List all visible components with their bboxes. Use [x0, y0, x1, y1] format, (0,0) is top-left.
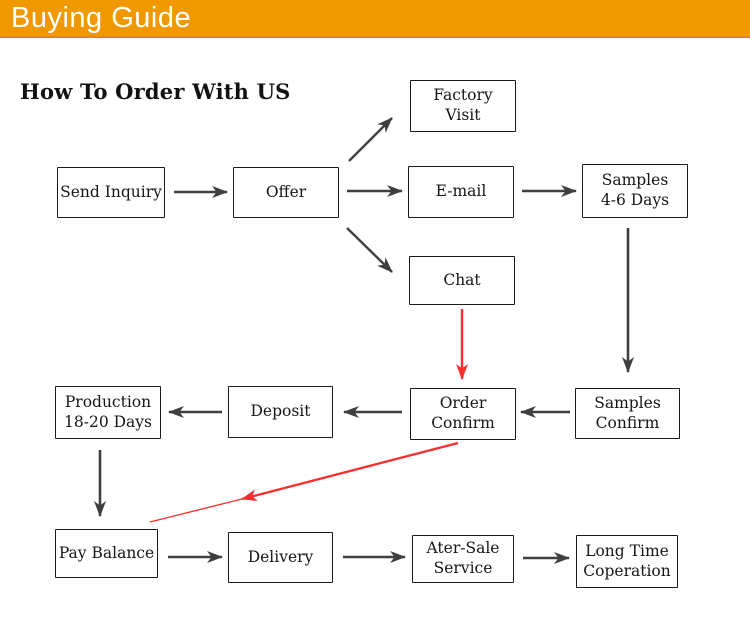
flow-node-factory-visit: Factory Visit — [410, 80, 516, 132]
arrow-offer-to-chat — [346, 227, 393, 273]
flow-node-pay-balance: Pay Balance — [55, 529, 158, 578]
flow-node-label: Order Confirm — [431, 394, 495, 432]
flow-node-label: Samples 4-6 Days — [600, 171, 670, 209]
flow-node-label: Long Time Coperation — [583, 541, 671, 580]
arrow-order-confirm-to-pay-balance — [241, 441, 459, 502]
flow-node-label: E-mail — [435, 182, 487, 201]
flow-node-order-confirm: Order Confirm — [410, 388, 516, 440]
page-title: Buying Guide — [11, 2, 192, 34]
flow-node-after-sale-service: Ater-Sale Service — [412, 535, 514, 583]
flow-node-production: Production 18-20 Days — [55, 386, 161, 439]
flow-node-offer: Offer — [233, 167, 339, 218]
flow-node-delivery: Delivery — [228, 532, 333, 583]
flow-node-label: Chat — [443, 270, 481, 289]
flow-node-long-time-cooperation: Long Time Coperation — [576, 535, 678, 588]
flow-node-label: Production 18-20 Days — [64, 392, 152, 431]
section-heading: How To Order With US — [20, 79, 291, 104]
flow-node-label: Ater-Sale Service — [426, 539, 500, 577]
flow-node-email: E-mail — [408, 166, 514, 218]
flow-node-label: Samples Confirm — [594, 393, 661, 432]
flow-node-label: Pay Balance — [58, 543, 155, 562]
flow-node-chat: Chat — [409, 256, 515, 305]
flow-node-send-inquiry: Send Inquiry — [57, 167, 165, 218]
arrow-offer-to-factory-visit — [348, 117, 393, 162]
flow-node-deposit: Deposit — [228, 386, 333, 438]
flow-node-label: Delivery — [247, 547, 314, 566]
flow-node-samples: Samples 4-6 Days — [582, 164, 688, 218]
header-banner: Buying Guide — [0, 0, 750, 38]
flow-node-label: Deposit — [250, 402, 311, 421]
arrow-order-confirm-to-pay-balance-tail — [149, 498, 243, 523]
flow-node-label: Factory Visit — [433, 86, 493, 124]
flow-node-samples-confirm: Samples Confirm — [575, 388, 680, 439]
flow-node-label: Offer — [265, 182, 307, 201]
flow-node-label: Send Inquiry — [60, 182, 162, 201]
